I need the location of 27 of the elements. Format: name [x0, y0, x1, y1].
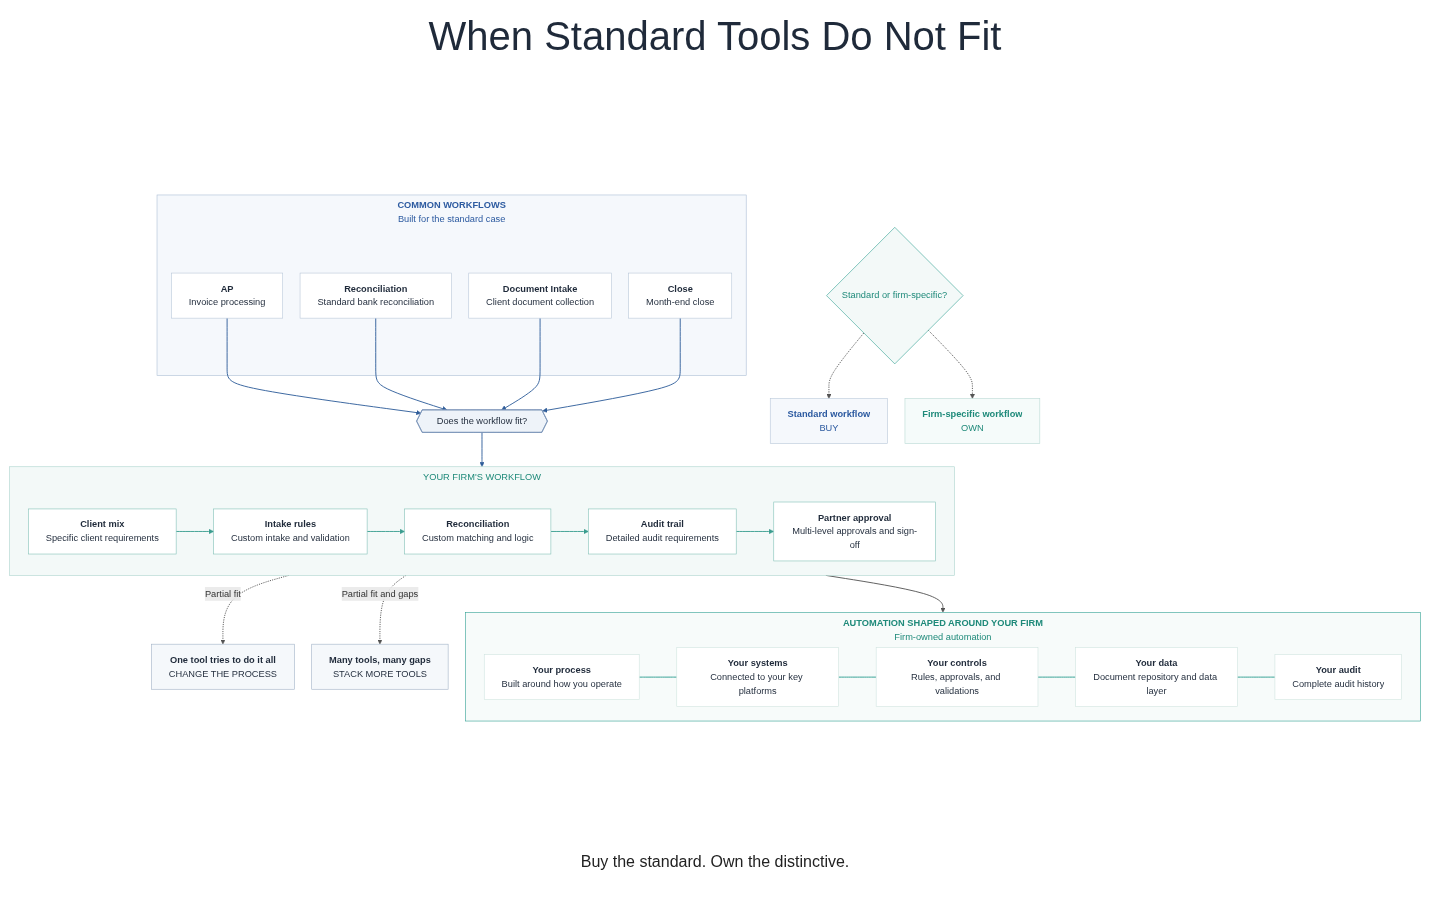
- diagram-title: When Standard Tools Do Not Fit: [427, 14, 1003, 59]
- connector: [1236, 676, 1276, 678]
- node-box: Your data Document repository and data layer: [1075, 647, 1238, 707]
- node-box: Reconciliation Standard bank reconciliation: [299, 272, 452, 319]
- node-box: Firm-specific workflow OWN: [904, 398, 1041, 444]
- node-box: Close Month-end close: [628, 272, 733, 319]
- node-box: Audit trail Detailed audit requirements: [588, 508, 737, 555]
- node-box: Your process Built around how you operate: [483, 654, 640, 700]
- connector: [1037, 676, 1076, 678]
- node-box: Many tools, many gaps STACK MORE TOOLS: [311, 643, 449, 690]
- edge-label: Partial fit and gaps: [341, 588, 419, 599]
- node-box: Your audit Complete audit history: [1274, 654, 1402, 700]
- node-box: One tool tries to do it all CHANGE THE PROCESS: [151, 643, 295, 690]
- node-box: AP Invoice processing: [171, 272, 284, 319]
- node-diamond: Standard or firm-specific?: [826, 227, 964, 365]
- node-box: Document Intake Client document collection: [468, 272, 612, 319]
- node-box: Your systems Connected to your key platforms: [676, 647, 839, 707]
- node-box: Partner approval Multi-level approvals and sign-off: [773, 501, 936, 562]
- node-box: Client mix Specific client requirements: [28, 508, 177, 555]
- node-box: Standard workflow BUY: [769, 398, 888, 444]
- node-box: Intake rules Custom intake and validation: [213, 508, 368, 555]
- connector: [838, 676, 877, 678]
- edge-label: Partial fit: [204, 588, 241, 599]
- node-box: Your controls Rules, approvals, and validations: [875, 647, 1039, 707]
- node-box: Reconciliation Custom matching and logic: [404, 508, 552, 555]
- connector: [638, 676, 678, 678]
- note-text: Buy the standard. Own the distinctive.: [579, 853, 851, 871]
